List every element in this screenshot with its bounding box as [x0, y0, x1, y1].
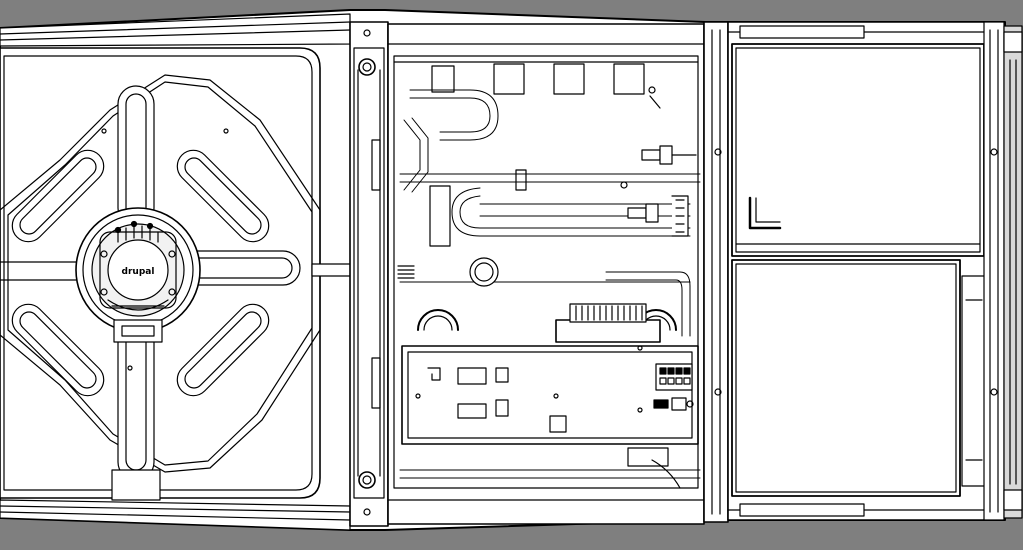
- top-bracket-1: [493, 63, 525, 95]
- end-cap: [1003, 25, 1023, 519]
- l-bracket-mark: [748, 196, 782, 230]
- vent-slot-bottom-right: [176, 303, 270, 397]
- connector-upper: [641, 145, 697, 165]
- round-port-left: [417, 309, 459, 331]
- middle-compartment: [387, 23, 705, 525]
- upper-module: [731, 43, 985, 257]
- heatsink-connector: [555, 303, 661, 343]
- top-bracket-3: [613, 63, 645, 95]
- fan-logo: drupal: [122, 267, 155, 277]
- circuit-board: [401, 345, 699, 445]
- vent-slot-top-left: [11, 149, 105, 243]
- hinge-column: [349, 21, 389, 527]
- lid-panel: drupal: [0, 13, 353, 531]
- connector-lower: [627, 195, 689, 237]
- top-bracket-2: [553, 63, 585, 95]
- fan-hub: drupal: [75, 207, 201, 333]
- hinge-screw-bottom: [358, 471, 376, 489]
- divider-post: [703, 21, 729, 523]
- hinge-screw-top: [358, 58, 376, 76]
- right-rail: [983, 21, 1005, 521]
- board-chip-array: [655, 363, 693, 391]
- fan-arm-top: [117, 85, 155, 227]
- round-port-center: [469, 257, 499, 287]
- lower-module: [731, 259, 987, 497]
- vent-slot-top-right: [176, 149, 270, 243]
- vent-lines-left: [397, 265, 415, 279]
- vent-slot-bottom-left: [11, 303, 105, 397]
